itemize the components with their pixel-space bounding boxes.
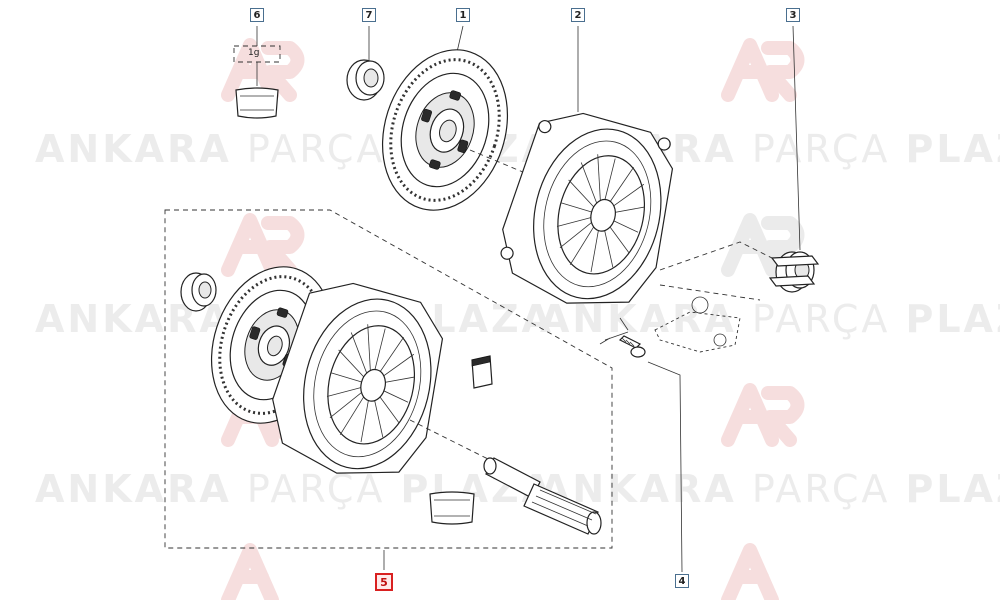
callout-part-7[interactable]: 7 xyxy=(362,8,376,22)
kit-frame-part-5 xyxy=(164,209,613,549)
callout-part-5[interactable]: 5 xyxy=(375,573,393,591)
callout-part-4[interactable]: 4 xyxy=(675,574,689,588)
clutch-disc-part-1 xyxy=(381,49,509,211)
grease-amount-label: 1g xyxy=(248,48,260,58)
watermark-text: ANKARA PARÇA PLAZA xyxy=(35,467,554,511)
watermark-logo xyxy=(221,38,305,102)
callout-part-2[interactable]: 2 xyxy=(571,8,585,22)
callout-part-6[interactable]: 6 xyxy=(250,8,264,22)
watermark-logo xyxy=(721,383,805,447)
watermark-layer: ANKARA PARÇA PLAZA ANKARA PARÇA PLAZA AN… xyxy=(35,38,1000,600)
callout-part-3[interactable]: 3 xyxy=(786,8,800,22)
release-bearing-part-3 xyxy=(659,241,820,301)
axis-line xyxy=(469,149,531,176)
leader-lines xyxy=(256,25,801,573)
kit-leaflet xyxy=(471,355,493,389)
watermark-logo xyxy=(221,543,779,600)
watermark-logo xyxy=(221,213,305,277)
kit-pressure-plate xyxy=(272,282,444,474)
watermark-text: ANKARA PARÇA PLAZA xyxy=(540,467,1000,511)
kit-alignment-tool xyxy=(409,419,602,535)
grease-sachet-part-6 xyxy=(233,45,281,119)
bolt-part-4 xyxy=(599,317,646,358)
release-fork xyxy=(654,296,741,353)
kit-pilot-bearing xyxy=(180,272,217,312)
watermark-text: ANKARA PARÇA PLAZA xyxy=(540,297,1000,341)
pressure-plate-part-2 xyxy=(500,112,674,304)
watermark-logo xyxy=(721,213,805,277)
callout-part-1[interactable]: 1 xyxy=(456,8,470,22)
kit-grease-sachet xyxy=(429,491,475,525)
pilot-bearing-part-7 xyxy=(346,59,385,101)
watermark-logo xyxy=(721,38,805,102)
